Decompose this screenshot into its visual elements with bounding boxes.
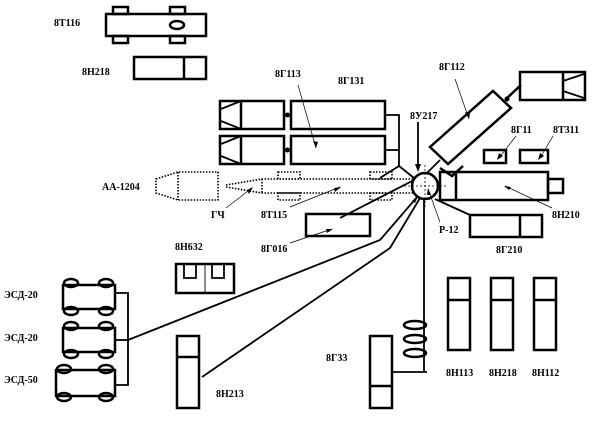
generator-esd20-2 xyxy=(61,320,117,360)
pointer-8g113 xyxy=(297,84,317,149)
trailer-connector-lines xyxy=(379,114,415,179)
label-8g112: 8Г112 xyxy=(439,62,465,73)
label-esd20-2: ЭСД-20 xyxy=(4,333,38,344)
label-8g131: 8Г131 xyxy=(338,76,364,87)
tractor-trailer-row-1 xyxy=(218,99,387,131)
tanker-8h218-bottom xyxy=(489,276,515,352)
unit-8g016 xyxy=(304,212,372,238)
label-8t115: 8Т115 xyxy=(261,210,287,221)
label-8h113: 8Н113 xyxy=(446,368,473,379)
label-8g33: 8Г33 xyxy=(326,353,347,364)
vehicle-8h210 xyxy=(438,170,565,202)
vehicle-8g210 xyxy=(434,198,544,239)
label-8h218-bottom: 8Н218 xyxy=(489,368,517,379)
pointer-8t115 xyxy=(289,186,341,208)
label-esd50: ЭСД-50 xyxy=(4,375,38,386)
vehicle-8t116 xyxy=(104,5,208,45)
label-8t311: 8Т311 xyxy=(553,125,579,136)
generator-bus-line xyxy=(115,292,129,386)
label-r12: Р-12 xyxy=(439,225,458,236)
label-gch: ГЧ xyxy=(211,210,225,221)
cable-vehicle-8g33 xyxy=(368,319,428,410)
transporter-8t115 xyxy=(225,171,414,201)
launch-pad-r12 xyxy=(404,165,446,207)
label-8h112: 8Н112 xyxy=(532,368,559,379)
pointer-8g016 xyxy=(289,228,333,244)
label-8h213: 8Н213 xyxy=(216,389,244,400)
vehicle-8h218-top xyxy=(132,55,208,81)
container-aa1204 xyxy=(155,171,219,201)
label-8t116: 8Т116 xyxy=(54,18,80,29)
unit-8h632 xyxy=(174,262,236,295)
generator-esd50 xyxy=(54,363,117,403)
label-8h210: 8Н210 xyxy=(552,210,580,221)
tanker-8h112 xyxy=(532,276,558,352)
label-8u217: 8У217 xyxy=(410,111,437,122)
label-esd20-1: ЭСД-20 xyxy=(4,290,38,301)
generator-esd20-1 xyxy=(61,277,117,317)
tanker-8h113 xyxy=(446,276,472,352)
label-8g113: 8Г113 xyxy=(275,69,301,80)
erector-8g112 xyxy=(425,70,587,178)
label-8g016: 8Г016 xyxy=(261,244,287,255)
tractor-trailer-row-2 xyxy=(218,134,387,166)
vehicle-8h213 xyxy=(175,334,201,410)
label-8h632: 8Н632 xyxy=(175,242,203,253)
label-8g210: 8Г210 xyxy=(496,245,522,256)
label-8h218-top: 8Н218 xyxy=(82,67,110,78)
unit-8t311 xyxy=(518,148,550,165)
unit-8g11 xyxy=(482,148,508,165)
label-8g11: 8Г11 xyxy=(511,125,532,136)
cable-lines xyxy=(127,179,425,378)
pointer-8h210 xyxy=(504,185,553,209)
label-aa1204: АА-1204 xyxy=(102,182,140,193)
